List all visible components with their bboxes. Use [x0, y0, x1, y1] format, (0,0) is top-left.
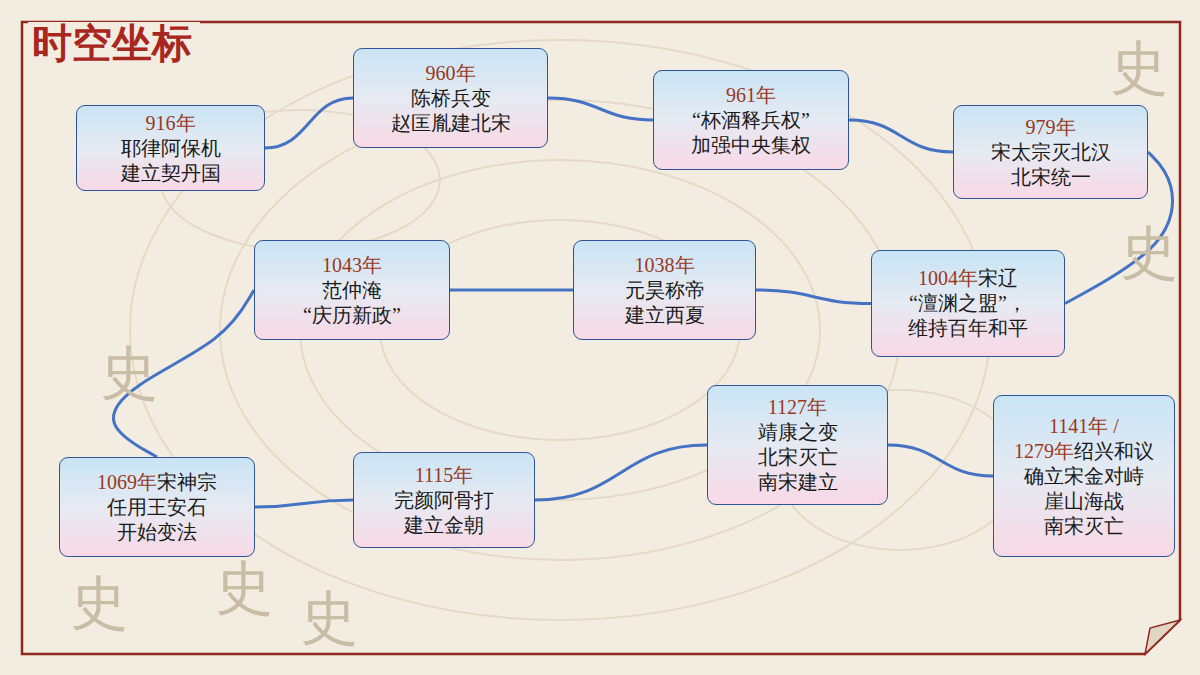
text-wrap: 1043年范仲淹 “庆历新政”	[277, 253, 427, 328]
year-label: 1127年	[738, 395, 858, 420]
event-box: 1004年宋辽 “澶渊之盟”， 维持百年和平	[871, 250, 1065, 357]
event-box: 1043年范仲淹 “庆历新政”	[254, 240, 450, 340]
text-wrap: 1038年元昊称帝 建立西夏	[605, 253, 725, 328]
text-wrap: 961年“杯酒释兵权” 加强中央集权	[671, 83, 831, 158]
event-text: 完颜阿骨打 建立金朝	[379, 488, 509, 538]
text-wrap: 1004年宋辽 “澶渊之盟”， 维持百年和平	[886, 266, 1051, 341]
text-wrap: 1127年靖康之变 北宋灭亡 南宋建立	[738, 395, 858, 495]
event-box: 1141年 / 1279年绍兴和议 确立宋金对峙 崖山海战 南宋灭亡	[993, 395, 1175, 557]
event-text: 耶律阿保机 建立契丹国	[106, 136, 236, 186]
timeline-connector	[535, 445, 707, 500]
year-label: 979年	[976, 115, 1126, 140]
text-wrap: 1141年 / 1279年绍兴和议 确立宋金对峙 崖山海战 南宋灭亡	[1004, 414, 1164, 539]
year-label: 1115年	[379, 463, 509, 488]
text-wrap: 916年耶律阿保机 建立契丹国	[106, 111, 236, 186]
event-text: 陈桥兵变 赵匡胤建北宋	[376, 86, 526, 136]
year-label: 1043年	[277, 253, 427, 278]
title: 时空坐标	[28, 22, 200, 66]
text-wrap: 1115年完颜阿骨打 建立金朝	[379, 463, 509, 538]
timeline-connector	[255, 500, 353, 507]
text-wrap: 960年陈桥兵变 赵匡胤建北宋	[376, 61, 526, 136]
timeline-connector	[888, 445, 993, 476]
event-box: 961年“杯酒释兵权” 加强中央集权	[653, 70, 849, 170]
timeline-connector	[849, 120, 953, 152]
event-text: 靖康之变 北宋灭亡 南宋建立	[738, 420, 858, 495]
event-box: 1127年靖康之变 北宋灭亡 南宋建立	[707, 385, 888, 505]
event-box: 1069年宋神宗 任用王安石 开始变法	[59, 457, 255, 557]
event-text: “杯酒释兵权” 加强中央集权	[671, 108, 831, 158]
timeline-connector	[548, 98, 653, 120]
event-text: 宋太宗灭北汉 北宋统一	[976, 140, 1126, 190]
watermark: 史	[70, 575, 128, 633]
timeline-connector	[756, 290, 871, 304]
year-label: 916年	[106, 111, 236, 136]
year-label: 1069年	[97, 471, 157, 493]
year-label: 1038年	[605, 253, 725, 278]
watermark: 史	[300, 590, 358, 648]
event-box: 960年陈桥兵变 赵匡胤建北宋	[353, 48, 548, 148]
text-wrap: 1069年宋神宗 任用王安石 开始变法	[82, 470, 232, 545]
timeline-connector	[265, 98, 353, 148]
watermark: 史	[215, 560, 273, 618]
event-box: 1038年元昊称帝 建立西夏	[573, 240, 756, 340]
timeline-connector	[450, 289, 573, 292]
year-label: 961年	[671, 83, 831, 108]
watermark: 史	[1120, 225, 1178, 283]
event-box: 916年耶律阿保机 建立契丹国	[76, 105, 265, 191]
year-label: 960年	[376, 61, 526, 86]
watermark: 史	[1110, 40, 1168, 98]
event-box: 979年宋太宗灭北汉 北宋统一	[953, 105, 1148, 199]
event-box: 1115年完颜阿骨打 建立金朝	[353, 452, 535, 548]
watermark: 史	[100, 345, 158, 403]
year-label: 1004年	[918, 267, 978, 289]
event-text: 范仲淹 “庆历新政”	[277, 278, 427, 328]
event-text: 元昊称帝 建立西夏	[605, 278, 725, 328]
text-wrap: 979年宋太宗灭北汉 北宋统一	[976, 115, 1126, 190]
